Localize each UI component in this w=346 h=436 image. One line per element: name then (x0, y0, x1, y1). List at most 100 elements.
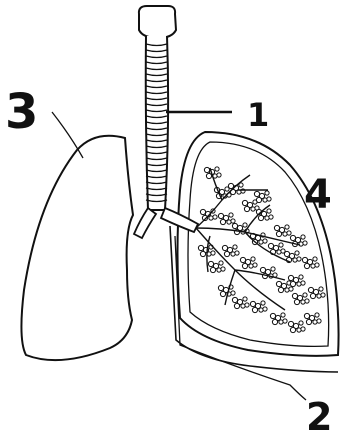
alveolus (267, 209, 271, 213)
alveolus (290, 235, 295, 240)
alveolus (289, 287, 293, 291)
alveolus (297, 257, 301, 261)
alveolus (294, 299, 299, 304)
alveolus (211, 251, 215, 255)
alveolus (253, 263, 257, 267)
alveolus (260, 267, 265, 272)
alveolus (242, 263, 247, 268)
alveolus (287, 231, 291, 235)
alveolus (242, 200, 247, 205)
alveolus (281, 313, 285, 317)
alveolus (292, 293, 297, 298)
label-4: 4 (304, 172, 332, 218)
alveolus (267, 197, 271, 201)
alveolus (220, 291, 225, 296)
alveolus (270, 313, 275, 318)
alveolus (229, 213, 233, 217)
alveolus (276, 231, 281, 236)
alveolus (244, 206, 249, 211)
alveolus (263, 239, 267, 243)
alveolus (288, 275, 293, 280)
alveolus (243, 297, 247, 301)
alveolus (303, 241, 307, 245)
alveolus (290, 281, 295, 286)
alveolus (305, 299, 309, 303)
alveolus (283, 319, 287, 323)
alveolus (245, 303, 249, 307)
alveolus (232, 223, 237, 228)
alveolus (306, 319, 311, 324)
alveolus (285, 225, 289, 229)
alveolus (217, 173, 221, 177)
alveolus (310, 293, 315, 298)
alveolus (313, 257, 317, 261)
alveolus (218, 285, 223, 290)
alveolus (213, 215, 217, 219)
alveolus (233, 245, 237, 249)
alveolus (276, 281, 281, 286)
label-3: 3 (5, 84, 38, 140)
alveolus (222, 245, 227, 250)
alveolus (210, 267, 215, 272)
trachea (146, 36, 168, 210)
alveolus (301, 281, 305, 285)
alveolus (232, 297, 237, 302)
alveolus (221, 267, 225, 271)
right-lung (21, 136, 133, 360)
alveolus (278, 287, 283, 292)
alveolus (198, 245, 203, 250)
alveolus (272, 319, 277, 324)
alveolus (321, 293, 325, 297)
alveolus (218, 213, 223, 218)
label-1: 1 (247, 96, 269, 134)
alveolus (215, 167, 219, 171)
alveolus (204, 167, 209, 172)
alveolus (268, 243, 273, 248)
alveolus (208, 261, 213, 266)
alveolus (301, 327, 305, 331)
alveolus (269, 215, 273, 219)
alveolus (301, 235, 305, 239)
alveolus (263, 307, 267, 311)
alveolus (303, 293, 307, 297)
alveolus (315, 313, 319, 317)
alveolus (284, 251, 289, 256)
alveolus (252, 307, 257, 312)
alveolus (240, 257, 245, 262)
alveolus (231, 291, 235, 295)
alveolus (295, 251, 299, 255)
alveolus (224, 251, 229, 256)
alveolus (250, 301, 255, 306)
alveolus (299, 275, 303, 279)
alveolus (317, 319, 321, 323)
alveolus (219, 261, 223, 265)
alveolus (315, 263, 319, 267)
alveolus (256, 197, 261, 202)
alveolus (261, 301, 265, 305)
alveolus (220, 219, 225, 224)
alveolus (243, 223, 247, 227)
alveolus (274, 225, 279, 230)
alveolus (206, 173, 211, 178)
alveolus (258, 215, 263, 220)
alveolus (288, 321, 293, 326)
alveolus (231, 219, 235, 223)
alveolus (304, 313, 309, 318)
label-2: 2 (306, 395, 332, 436)
alveolus (302, 257, 307, 262)
alveolus (299, 321, 303, 325)
alveolus (271, 267, 275, 271)
alveolus (234, 303, 239, 308)
alveolus (290, 327, 295, 332)
alveolus (308, 287, 313, 292)
alveolus (304, 263, 309, 268)
larynx (139, 6, 176, 38)
alveolus (200, 209, 205, 214)
alveolus (235, 251, 239, 255)
alveolus (265, 191, 269, 195)
alveolus (254, 191, 259, 196)
alveolus (279, 243, 283, 247)
alveolus (319, 287, 323, 291)
alveolus (200, 251, 205, 256)
